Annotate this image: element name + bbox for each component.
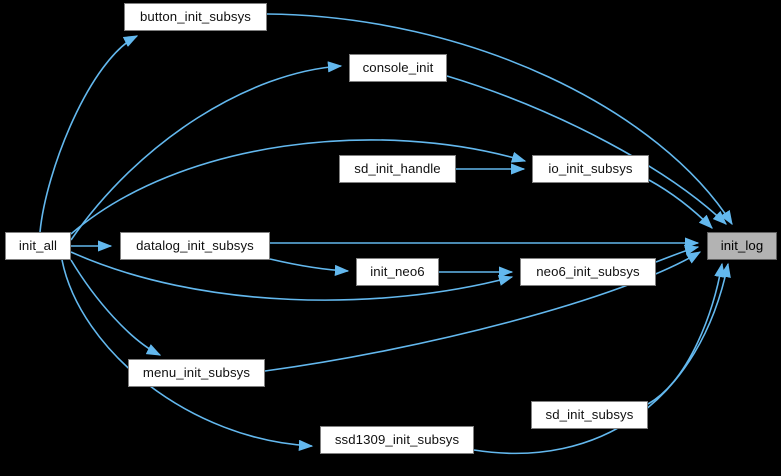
node-label: sd_init_subsys	[545, 407, 634, 423]
edge-init_all-to-menu_init_subsys	[70, 259, 162, 356]
node-io_init_subsys[interactable]: io_init_subsys	[532, 155, 649, 183]
node-label: datalog_init_subsys	[136, 238, 254, 254]
node-ssd1309_init_subsys[interactable]: ssd1309_init_subsys	[320, 426, 474, 454]
edge-init_all-to-io_init_subsys	[70, 139, 527, 235]
node-init_neo6[interactable]: init_neo6	[356, 258, 439, 286]
edge-menu_init_subsys-to-init_log	[264, 251, 702, 372]
node-init_log[interactable]: init_log	[707, 232, 777, 260]
edge-init_all-to-console_init	[70, 61, 343, 241]
node-init_all[interactable]: init_all	[5, 232, 71, 260]
node-label: init_neo6	[370, 264, 425, 280]
edge-sd_init_subsys-to-init_log	[647, 262, 726, 405]
node-console_init[interactable]: console_init	[349, 54, 447, 82]
edge-io_init_subsys-to-init_log	[648, 179, 713, 229]
node-button_init_subsys[interactable]: button_init_subsys	[124, 3, 267, 31]
node-label: button_init_subsys	[139, 9, 252, 25]
node-datalog_init_subsys[interactable]: datalog_init_subsys	[120, 232, 270, 260]
node-neo6_init_subsys[interactable]: neo6_init_subsys	[520, 258, 656, 286]
node-menu_init_subsys[interactable]: menu_init_subsys	[128, 359, 265, 387]
node-label: init_all	[18, 238, 58, 254]
edge-datalog_init_subsys-to-init_neo6	[269, 258, 350, 277]
node-sd_init_handle[interactable]: sd_init_handle	[339, 155, 456, 183]
node-label: menu_init_subsys	[142, 365, 251, 381]
edge-button_init_subsys-to-init_log	[266, 13, 733, 226]
edge-console_init-to-init_log	[446, 75, 727, 225]
node-label: init_log	[720, 238, 764, 254]
node-sd_init_subsys[interactable]: sd_init_subsys	[531, 401, 648, 429]
node-label: neo6_init_subsys	[536, 264, 640, 280]
edge-init_all-to-button_init_subsys	[39, 35, 139, 233]
edge-init_all-to-neo6_init_subsys	[70, 251, 514, 301]
edge-neo6_init_subsys-to-init_log	[655, 244, 700, 263]
node-label: ssd1309_init_subsys	[334, 432, 460, 448]
node-label: io_init_subsys	[548, 161, 633, 177]
node-label: console_init	[362, 60, 434, 76]
node-label: sd_init_handle	[354, 161, 441, 177]
